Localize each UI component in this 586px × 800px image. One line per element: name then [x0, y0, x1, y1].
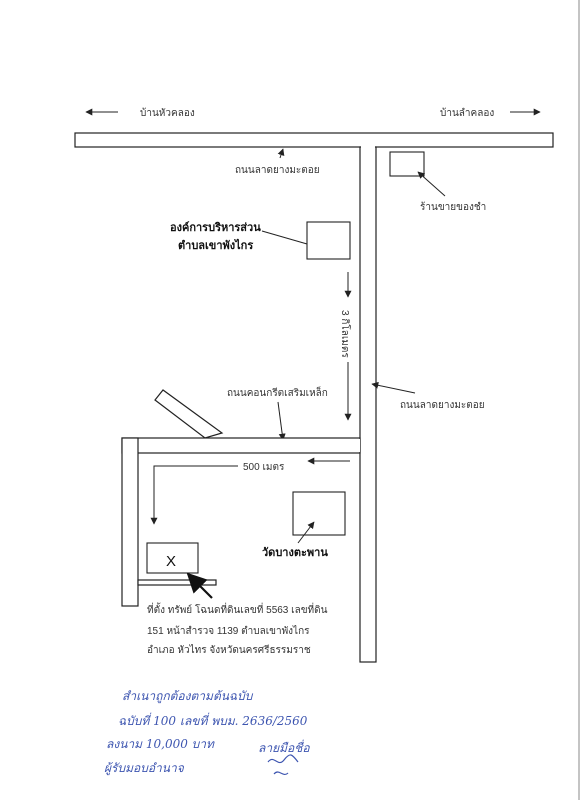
handwritten-certification: สำเนาถูกต้องตามต้นฉบับ ฉบับที่ 100 เลขที…	[104, 689, 310, 776]
road-vertical-label: ถนนลาดยางมะตอย	[400, 400, 485, 411]
road-vertical	[359, 146, 377, 663]
road-left	[121, 437, 139, 607]
temple-label: วัดบางตะพาน	[262, 546, 328, 559]
concrete-road-label: ถนนคอนกรีตเสริมเหล็ก	[227, 385, 328, 399]
road-top-leader	[277, 148, 285, 159]
signature-scribble	[267, 754, 299, 776]
tao-box	[306, 221, 351, 260]
road-vertical-leader	[371, 381, 416, 394]
target-parcel-box	[146, 542, 199, 574]
shop-label: ร้านขายของชำ	[420, 201, 486, 213]
west-village-label: บ้านหัวคลอง	[140, 107, 195, 119]
target-leader	[186, 572, 213, 599]
handwritten-line3: ลงนาม 10,000 บาท	[106, 737, 215, 751]
handwritten-line1: สำเนาถูกต้องตามต้นฉบับ	[122, 689, 254, 704]
location-note-line1: ที่ตั้ง ทรัพย์ โฉนดที่ดินเลขที่ 5563 เลข…	[147, 602, 328, 616]
road-diagonal	[154, 389, 224, 439]
handwritten-signature: ลายมือชื่อ	[258, 739, 310, 755]
tao-leader	[261, 230, 315, 248]
road-top	[74, 132, 554, 148]
handwritten-line2: ฉบับที่ 100 เลขที่ พบม. 2636/2560	[118, 712, 308, 728]
concrete-road-leader	[277, 401, 286, 441]
distance-3km-label: 3 กิโลเมตร	[339, 310, 352, 358]
east-village-label: บ้านลำคลอง	[440, 107, 494, 119]
road-concrete	[121, 437, 361, 454]
tao-label-line2: ตำบลเขาพังไกร	[178, 238, 253, 252]
handwritten-line4: ผู้รับมอบอำนาจ	[104, 761, 185, 776]
temple-leader	[297, 521, 315, 544]
location-note-line2: 151 หน้าสำรวจ 1139 ตำบลเขาพังไกร	[147, 625, 310, 637]
road-top-label: ถนนลาดยางมะตอย	[235, 165, 320, 176]
tao-label-line1: องค์การบริหารส่วน	[170, 221, 261, 234]
target-mark: X	[166, 553, 176, 570]
location-note-line3: อำเภอ หัวไทร จังหวัดนครศรีธรรมราช	[147, 644, 311, 656]
shop-leader	[417, 171, 446, 197]
arrow-turn-down	[150, 465, 238, 525]
parcel-strip	[137, 579, 217, 586]
distance-500m-label: 500 เมตร	[243, 462, 285, 473]
temple-box	[292, 491, 346, 536]
